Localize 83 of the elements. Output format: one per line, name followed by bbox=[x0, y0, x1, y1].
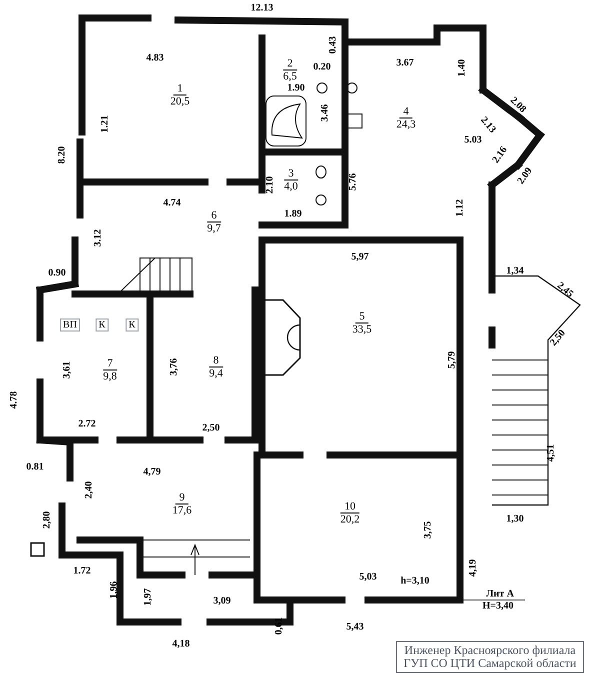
dimension-label: 2.09 bbox=[515, 166, 535, 186]
fixture-tag: К bbox=[96, 318, 108, 332]
dimension-label: 3,76 bbox=[168, 358, 180, 376]
room-label bbox=[205, 210, 223, 234]
dimension-label: 4,18 bbox=[172, 638, 190, 650]
room-area: 9,4 bbox=[207, 368, 225, 380]
fixture-tag: ВП bbox=[60, 318, 80, 332]
dimension-label: 2,45 bbox=[554, 280, 576, 300]
fixture-tag: К bbox=[126, 318, 138, 332]
room-number: 9 bbox=[175, 492, 189, 504]
room-number: 1 bbox=[173, 82, 187, 96]
dimension-label: 5,79 bbox=[446, 351, 458, 369]
room-label bbox=[350, 310, 374, 336]
dimension-label: 8.20 bbox=[56, 146, 68, 164]
dimension-label: 5.76 bbox=[348, 173, 358, 191]
dimension-label: 2.08 bbox=[508, 94, 528, 116]
dimension-label: 0.43 bbox=[328, 36, 338, 54]
room-area: 24,3 bbox=[394, 118, 418, 130]
dimension-label: h=3,10 bbox=[400, 576, 430, 586]
dimension-label: 3,75 bbox=[422, 521, 434, 539]
room-label bbox=[101, 358, 119, 382]
room-area: 33,5 bbox=[350, 324, 374, 336]
room-area: 9,8 bbox=[101, 370, 119, 382]
dimension-label: 0.81 bbox=[26, 462, 44, 472]
dimension-label: 1,97 bbox=[142, 588, 154, 606]
room-number: 6 bbox=[207, 210, 221, 222]
room-area: 20,5 bbox=[168, 96, 192, 108]
dimension-label: 4,79 bbox=[143, 466, 161, 478]
dimension-label: 1,30 bbox=[506, 514, 524, 524]
room-label bbox=[207, 354, 225, 380]
dimension-label: 1,34 bbox=[506, 266, 524, 276]
dimension-label: 2.72 bbox=[78, 418, 96, 430]
dimension-label: 2.13 bbox=[478, 114, 498, 136]
dimension-label: 4,51 bbox=[546, 444, 556, 462]
room-number: 10 bbox=[340, 500, 360, 514]
room-number: 3 bbox=[284, 168, 298, 180]
dimension-label: 5,03 bbox=[359, 572, 377, 582]
dimension-label: 3.12 bbox=[92, 229, 104, 247]
room-number: 7 bbox=[103, 358, 117, 370]
room-label bbox=[338, 500, 362, 526]
dimension-label: 4.78 bbox=[8, 391, 20, 409]
room-number: 5 bbox=[355, 310, 369, 324]
dimension-label: 3,09 bbox=[213, 596, 231, 606]
dimension-label: 2.10 bbox=[264, 176, 276, 194]
room-area: 17,6 bbox=[170, 504, 194, 516]
dimension-label: Лит А bbox=[486, 588, 514, 600]
stamp-note: Инженер Красноярского филиала ГУП СО ЦТИ Самарской области bbox=[396, 641, 584, 673]
dimension-label: 1.89 bbox=[284, 208, 302, 220]
dimension-label: 5,43 bbox=[346, 622, 364, 632]
room-number: 2 bbox=[283, 58, 297, 70]
room-area: 9,7 bbox=[205, 222, 223, 234]
room-label bbox=[170, 492, 194, 516]
dimension-label: 1.21 bbox=[100, 115, 110, 133]
dimension-label: 1.90 bbox=[287, 82, 305, 94]
room-label bbox=[282, 168, 300, 192]
dimension-label: 1.12 bbox=[454, 199, 466, 217]
room-area: 20,2 bbox=[338, 514, 362, 526]
dimension-label: 12.13 bbox=[250, 2, 274, 14]
dimension-label: 2,80 bbox=[42, 511, 52, 529]
dimension-label: 5,97 bbox=[351, 252, 369, 262]
dimension-label: Н=3,40 bbox=[482, 600, 514, 612]
dimension-label: 5.03 bbox=[464, 134, 482, 146]
dimension-label: 4.74 bbox=[163, 198, 181, 208]
room-area: 4,0 bbox=[282, 180, 300, 192]
dimension-label: 0.90 bbox=[48, 268, 66, 278]
dimension-label: 2,50 bbox=[548, 328, 568, 348]
dimension-label: 2,40 bbox=[84, 481, 94, 499]
dimension-label: 1.72 bbox=[73, 566, 91, 576]
dimension-label: 0.20 bbox=[313, 62, 331, 72]
room-label bbox=[168, 82, 192, 108]
room-label bbox=[281, 58, 299, 82]
room-number: 4 bbox=[399, 106, 413, 118]
dimension-label: 4,19 bbox=[468, 559, 478, 577]
dimension-label: 1.40 bbox=[456, 59, 468, 77]
dimension-label: 3,61 bbox=[62, 361, 72, 379]
dimension-label: 3.67 bbox=[396, 58, 414, 68]
room-label bbox=[394, 106, 418, 130]
dimension-label: 1,96 bbox=[108, 581, 120, 599]
room-number: 8 bbox=[209, 354, 223, 368]
dimension-label: 4.83 bbox=[146, 52, 164, 64]
dimension-label: 2,50 bbox=[202, 422, 220, 434]
room-area: 6,5 bbox=[281, 70, 299, 82]
dimension-label: 3.46 bbox=[320, 104, 330, 122]
